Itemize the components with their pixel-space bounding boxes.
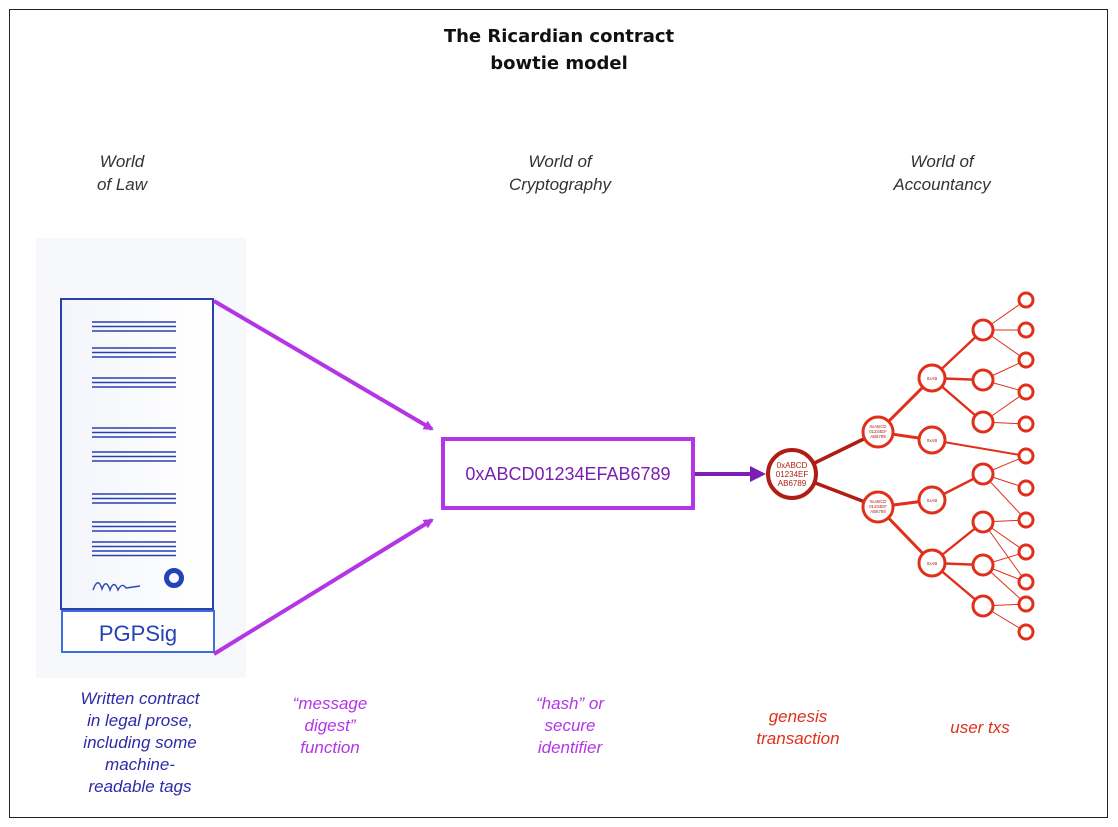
caption-message-digest: “message digest” function [260, 693, 400, 759]
transaction-leaf-node [1017, 351, 1035, 369]
pgp-signature-label: PGPSig [99, 621, 177, 646]
level-1-node-label: AB6789 [870, 434, 886, 439]
caption-contract-line-5: readable tags [88, 777, 192, 796]
transaction-node-level-3 [971, 318, 995, 342]
world-of-cryptography-label: World of Cryptography [480, 150, 640, 196]
world-acct-line-1: World of [910, 152, 974, 171]
document-text-lines [92, 321, 176, 557]
caption-contract-line-4: machine- [105, 755, 175, 774]
genesis-node-label: 0xABCD [777, 461, 808, 470]
caption-hash-line-3: identifier [537, 738, 603, 757]
transaction-node-level-1 [861, 415, 895, 449]
hash-identifier: 0xABCD01234EFAB6789 [465, 464, 670, 484]
title-line-1: The Ricardian contract [443, 26, 675, 47]
level-1-node-label: 01234EF [869, 429, 887, 434]
world-crypto-line-2: Cryptography [508, 175, 612, 194]
level-2-node-label: 0xAB [927, 561, 938, 566]
caption-digest-line-2: digest” [304, 716, 356, 735]
caption-genesis-line-1: genesis [768, 707, 828, 726]
level-2-node-label: 0xAB [927, 438, 938, 443]
world-of-law-label: World of Law [62, 150, 182, 196]
transaction-leaf-node [1017, 573, 1035, 591]
title-line-2: bowtie model [490, 53, 628, 74]
caption-hash-identifier: “hash” or secure identifier [500, 693, 640, 759]
transaction-leaf-node [1017, 543, 1035, 561]
caption-digest-line-3: function [300, 738, 360, 757]
level-1-node-label: 01234EF [869, 504, 887, 509]
caption-contract-line-3: including some [83, 733, 197, 752]
genesis-node-label: AB6789 [778, 479, 807, 488]
transaction-node-level-2 [917, 425, 947, 455]
transaction-leaf-node [1017, 383, 1035, 401]
transaction-node-level-3 [971, 510, 995, 534]
world-law-line-1: World [99, 152, 145, 171]
level-1-node-label: 0xABCD [870, 499, 887, 504]
transaction-leaf-node [1017, 291, 1035, 309]
caption-genesis-transaction: genesis transaction [728, 706, 868, 750]
level-2-node-label: 0xAB [927, 376, 938, 381]
transaction-leaf-node [1017, 479, 1035, 497]
transaction-node-level-2 [917, 363, 947, 393]
transaction-leaf-node [1017, 447, 1035, 465]
transaction-leaf-node [1017, 321, 1035, 339]
world-crypto-line-1: World of [528, 152, 592, 171]
handwritten-signature [92, 582, 141, 593]
transaction-node-level-2 [917, 485, 947, 515]
transaction-leaf-node [1017, 511, 1035, 529]
hash-box [441, 437, 695, 510]
contract-document: PGPSig [36, 238, 246, 678]
seal-icon [164, 568, 184, 588]
caption-hash-line-2: secure [544, 716, 596, 735]
caption-digest-line-1: “message [292, 694, 368, 713]
transaction-node-level-3 [971, 462, 995, 486]
digest-arrow-bottom [212, 518, 434, 656]
transaction-leaf-node [1017, 415, 1035, 433]
world-of-accountancy-label: World of Accountancy [862, 150, 1022, 196]
transaction-node-level-2 [917, 548, 947, 578]
world-law-line-2: of Law [96, 175, 148, 194]
transaction-leaf-node [1017, 595, 1035, 613]
transaction-node-level-3 [971, 594, 995, 618]
caption-written-contract: Written contract in legal prose, includi… [50, 688, 230, 798]
pgp-signature-box [61, 610, 215, 653]
level-1-node-label: 0xABCD [870, 424, 887, 429]
transaction-node-level-3 [971, 368, 995, 392]
genesis-node-label: 01234EF [776, 470, 809, 479]
genesis-transaction-node [766, 448, 818, 500]
diagram-title: The Ricardian contract bowtie model [0, 23, 1118, 77]
transaction-node-level-3 [971, 553, 995, 577]
caption-contract-line-2: in legal prose, [87, 711, 193, 730]
caption-hash-line-1: “hash” or [535, 694, 605, 713]
tree-edge [982, 521, 1027, 583]
document-page [60, 298, 214, 610]
digest-arrow-top [212, 299, 434, 431]
caption-genesis-line-2: transaction [756, 729, 840, 748]
transaction-leaf-node [1017, 623, 1035, 641]
caption-user-line-1: user txs [950, 718, 1010, 737]
caption-contract-line-1: Written contract [80, 689, 200, 708]
hash-to-genesis-arrowhead [750, 466, 766, 482]
world-acct-line-2: Accountancy [893, 175, 991, 194]
transaction-tree-nodes: 0xABCD01234EFAB67890xABCD01234EFAB67890x… [766, 291, 1035, 641]
level-1-node-label: AB6789 [870, 509, 886, 514]
tree-edge [931, 439, 1027, 457]
transaction-node-level-3 [971, 410, 995, 434]
level-2-node-label: 0xAB [927, 498, 938, 503]
caption-user-txs: user txs [920, 717, 1040, 739]
transaction-node-level-1 [861, 490, 895, 524]
